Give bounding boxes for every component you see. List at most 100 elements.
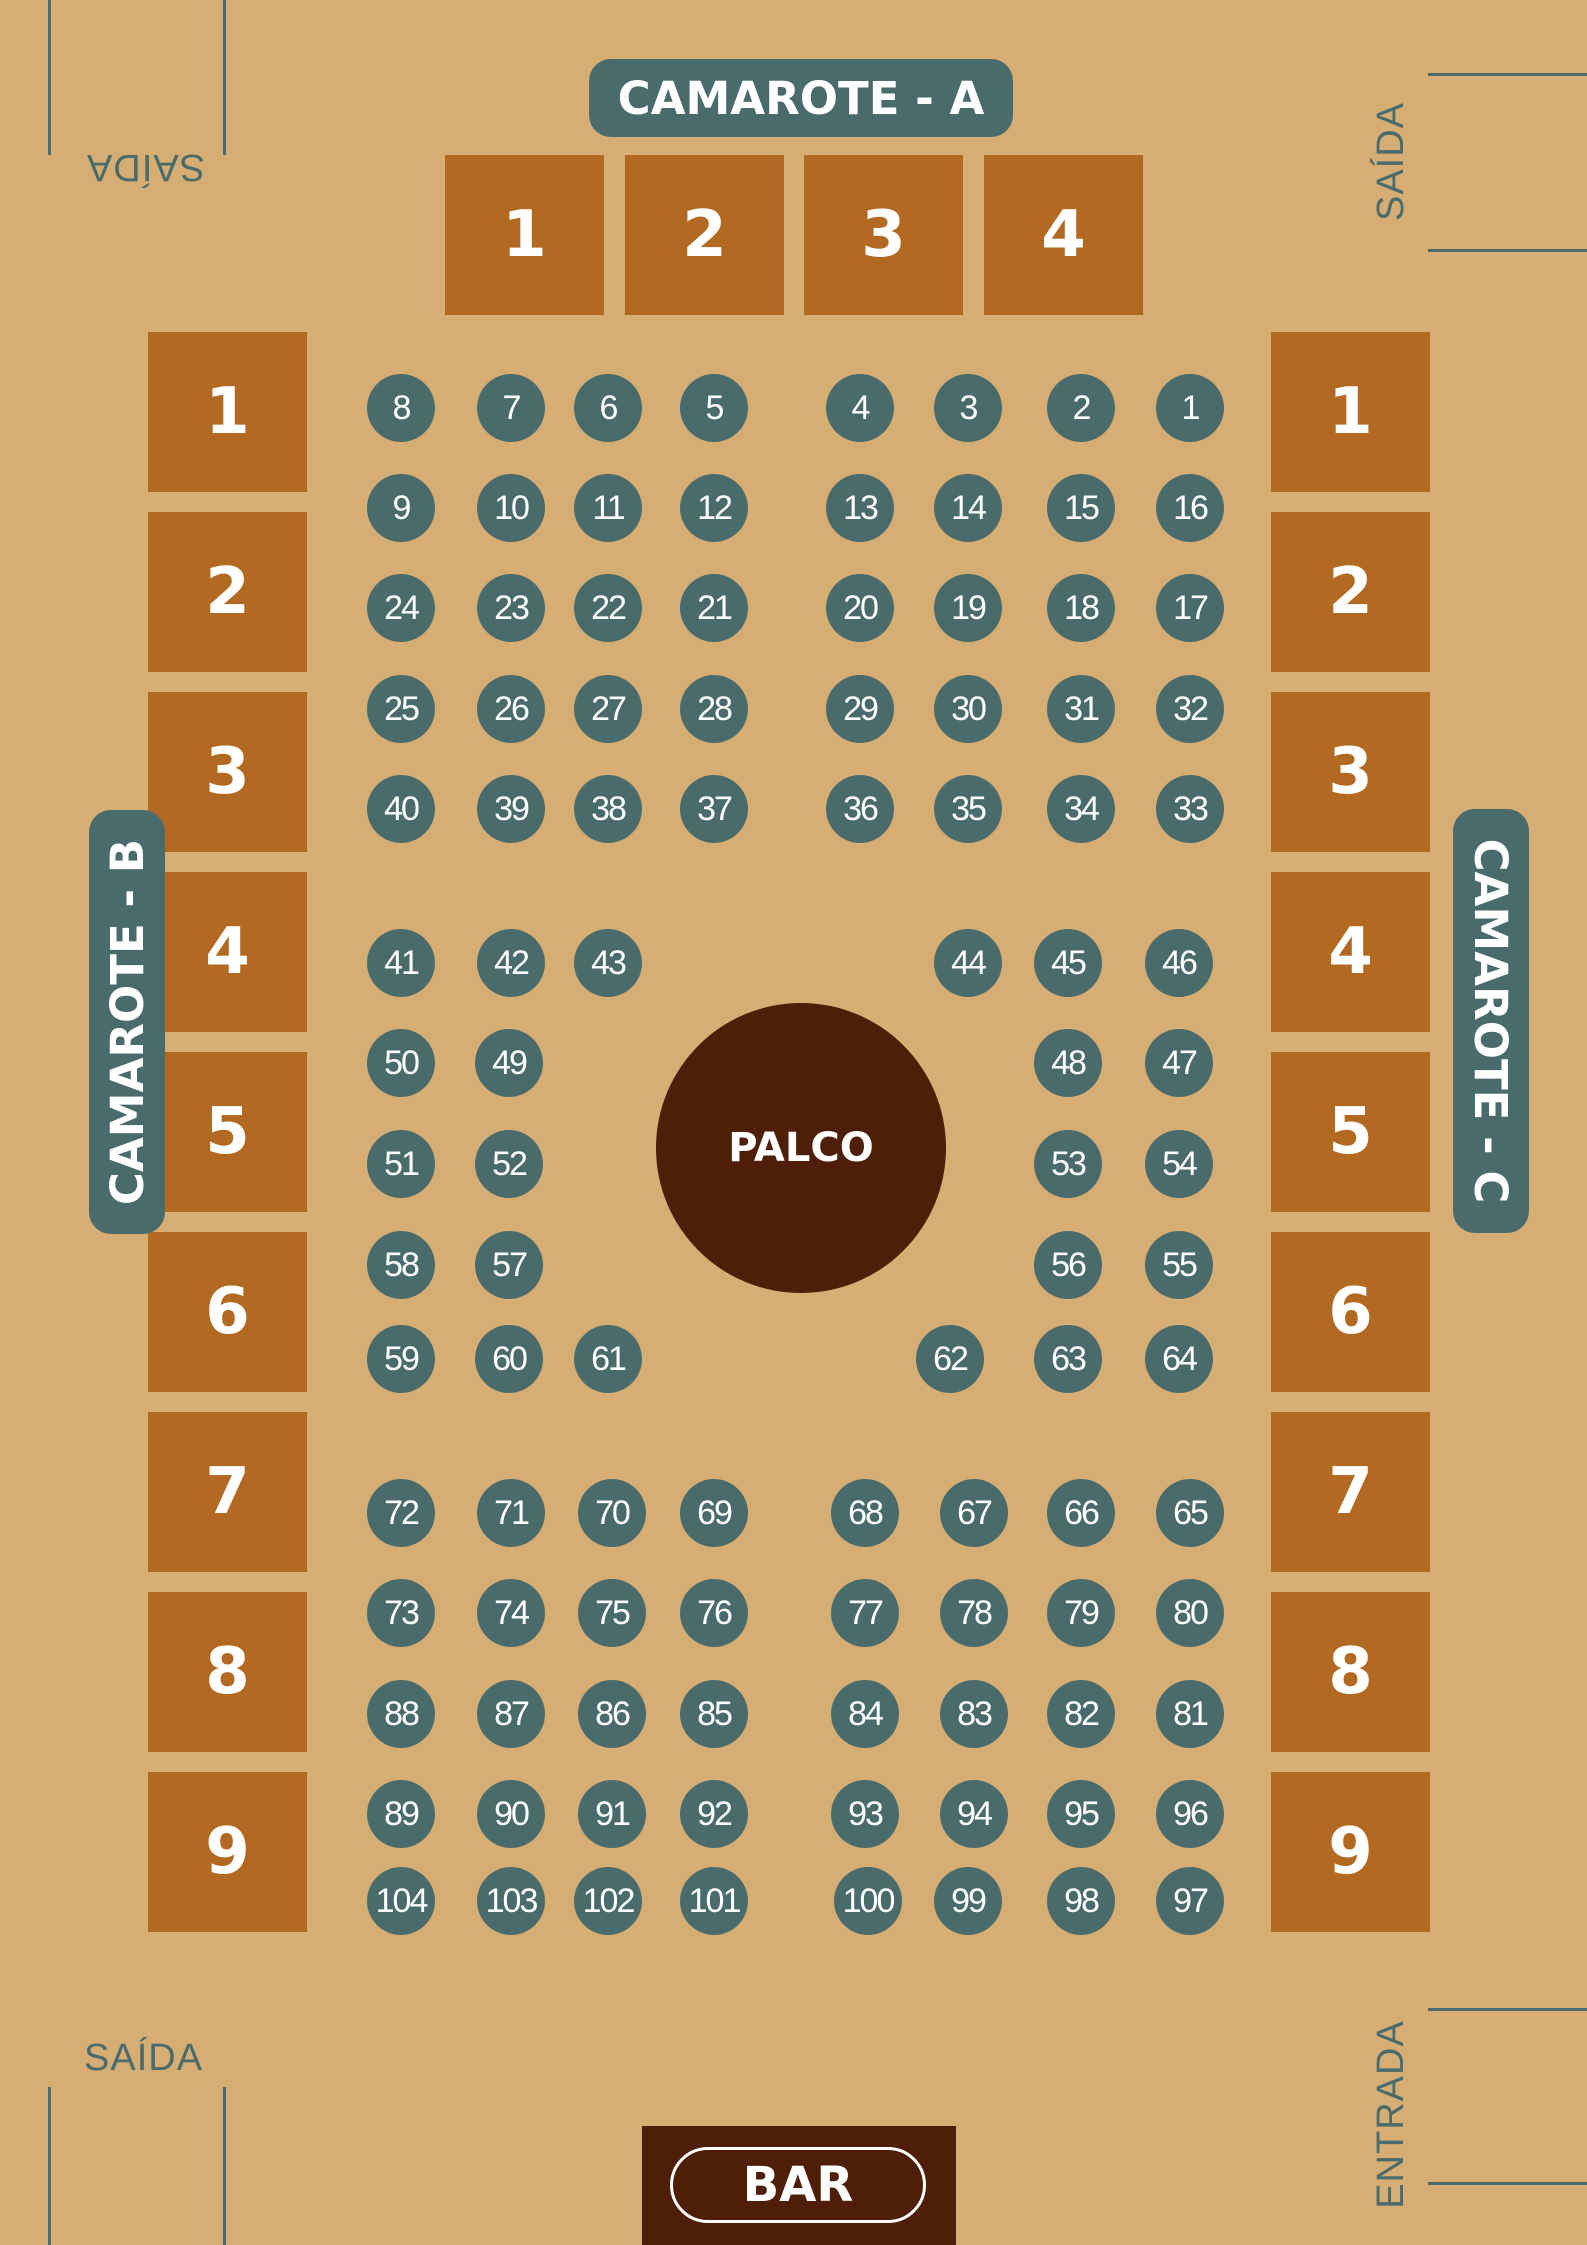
table[interactable]: 57 [475, 1231, 543, 1299]
table[interactable]: 2 [1047, 374, 1115, 442]
table[interactable]: 36 [826, 775, 894, 843]
table[interactable]: 11 [574, 474, 642, 542]
table[interactable]: 14 [934, 474, 1002, 542]
table[interactable]: 72 [367, 1479, 435, 1547]
table[interactable]: 82 [1047, 1680, 1115, 1748]
camarote-c-box-3[interactable]: 3 [1271, 692, 1430, 852]
table[interactable]: 64 [1145, 1325, 1213, 1393]
table[interactable]: 38 [574, 775, 642, 843]
camarote-c-box-1[interactable]: 1 [1271, 332, 1430, 492]
table[interactable]: 91 [578, 1780, 646, 1848]
table[interactable]: 71 [477, 1479, 545, 1547]
table[interactable]: 65 [1156, 1479, 1224, 1547]
table[interactable]: 56 [1034, 1231, 1102, 1299]
table[interactable]: 77 [831, 1579, 899, 1647]
table[interactable]: 8 [367, 374, 435, 442]
table[interactable]: 100 [834, 1867, 902, 1935]
table[interactable]: 67 [940, 1479, 1008, 1547]
table[interactable]: 94 [940, 1780, 1008, 1848]
table[interactable]: 18 [1047, 574, 1115, 642]
table[interactable]: 69 [680, 1479, 748, 1547]
table[interactable]: 70 [578, 1479, 646, 1547]
table[interactable]: 10 [477, 474, 545, 542]
table[interactable]: 22 [574, 574, 642, 642]
camarote-b-box-9[interactable]: 9 [148, 1772, 307, 1932]
table[interactable]: 26 [477, 675, 545, 743]
table[interactable]: 99 [934, 1867, 1002, 1935]
camarote-b-box-8[interactable]: 8 [148, 1592, 307, 1752]
table[interactable]: 86 [578, 1680, 646, 1748]
table[interactable]: 75 [578, 1579, 646, 1647]
table[interactable]: 58 [367, 1231, 435, 1299]
table[interactable]: 23 [477, 574, 545, 642]
table[interactable]: 17 [1156, 574, 1224, 642]
table[interactable]: 85 [680, 1680, 748, 1748]
table[interactable]: 30 [934, 675, 1002, 743]
table[interactable]: 98 [1047, 1867, 1115, 1935]
table[interactable]: 39 [477, 775, 545, 843]
camarote-b-box-5[interactable]: 5 [148, 1052, 307, 1212]
table[interactable]: 40 [367, 775, 435, 843]
table[interactable]: 1 [1156, 374, 1224, 442]
table[interactable]: 102 [574, 1867, 642, 1935]
camarote-c-box-7[interactable]: 7 [1271, 1412, 1430, 1572]
table[interactable]: 44 [934, 929, 1002, 997]
camarote-c-box-6[interactable]: 6 [1271, 1232, 1430, 1392]
table[interactable]: 79 [1047, 1579, 1115, 1647]
table[interactable]: 43 [574, 929, 642, 997]
table[interactable]: 16 [1156, 474, 1224, 542]
table[interactable]: 73 [367, 1579, 435, 1647]
table[interactable]: 89 [367, 1780, 435, 1848]
table[interactable]: 80 [1156, 1579, 1224, 1647]
table[interactable]: 90 [477, 1780, 545, 1848]
table[interactable]: 103 [477, 1867, 545, 1935]
table[interactable]: 49 [475, 1029, 543, 1097]
table[interactable]: 37 [680, 775, 748, 843]
table[interactable]: 47 [1145, 1029, 1213, 1097]
table[interactable]: 93 [831, 1780, 899, 1848]
table[interactable]: 68 [831, 1479, 899, 1547]
camarote-b-box-2[interactable]: 2 [148, 512, 307, 672]
table[interactable]: 92 [680, 1780, 748, 1848]
table[interactable]: 34 [1047, 775, 1115, 843]
table[interactable]: 97 [1156, 1867, 1224, 1935]
camarote-c-box-8[interactable]: 8 [1271, 1592, 1430, 1752]
table[interactable]: 5 [680, 374, 748, 442]
table[interactable]: 54 [1145, 1130, 1213, 1198]
camarote-b-box-7[interactable]: 7 [148, 1412, 307, 1572]
table[interactable]: 42 [477, 929, 545, 997]
table[interactable]: 41 [367, 929, 435, 997]
table[interactable]: 46 [1145, 929, 1213, 997]
table[interactable]: 33 [1156, 775, 1224, 843]
table[interactable]: 35 [934, 775, 1002, 843]
camarote-b-box-3[interactable]: 3 [148, 692, 307, 852]
table[interactable]: 25 [367, 675, 435, 743]
camarote-c-box-9[interactable]: 9 [1271, 1772, 1430, 1932]
table[interactable]: 9 [367, 474, 435, 542]
camarote-a-box-4[interactable]: 4 [984, 155, 1143, 315]
camarote-b-box-1[interactable]: 1 [148, 332, 307, 492]
table[interactable]: 95 [1047, 1780, 1115, 1848]
table[interactable]: 20 [826, 574, 894, 642]
camarote-b-box-4[interactable]: 4 [148, 872, 307, 1032]
table[interactable]: 21 [680, 574, 748, 642]
table[interactable]: 12 [680, 474, 748, 542]
table[interactable]: 66 [1047, 1479, 1115, 1547]
table[interactable]: 78 [940, 1579, 1008, 1647]
table[interactable]: 6 [574, 374, 642, 442]
table[interactable]: 31 [1047, 675, 1115, 743]
table[interactable]: 61 [574, 1325, 642, 1393]
table[interactable]: 62 [916, 1325, 984, 1393]
table[interactable]: 104 [367, 1867, 435, 1935]
table[interactable]: 59 [367, 1325, 435, 1393]
table[interactable]: 81 [1156, 1680, 1224, 1748]
table[interactable]: 53 [1034, 1130, 1102, 1198]
table[interactable]: 29 [826, 675, 894, 743]
table[interactable]: 96 [1156, 1780, 1224, 1848]
table[interactable]: 28 [680, 675, 748, 743]
table[interactable]: 3 [934, 374, 1002, 442]
table[interactable]: 32 [1156, 675, 1224, 743]
table[interactable]: 76 [680, 1579, 748, 1647]
table[interactable]: 51 [367, 1130, 435, 1198]
table[interactable]: 48 [1034, 1029, 1102, 1097]
